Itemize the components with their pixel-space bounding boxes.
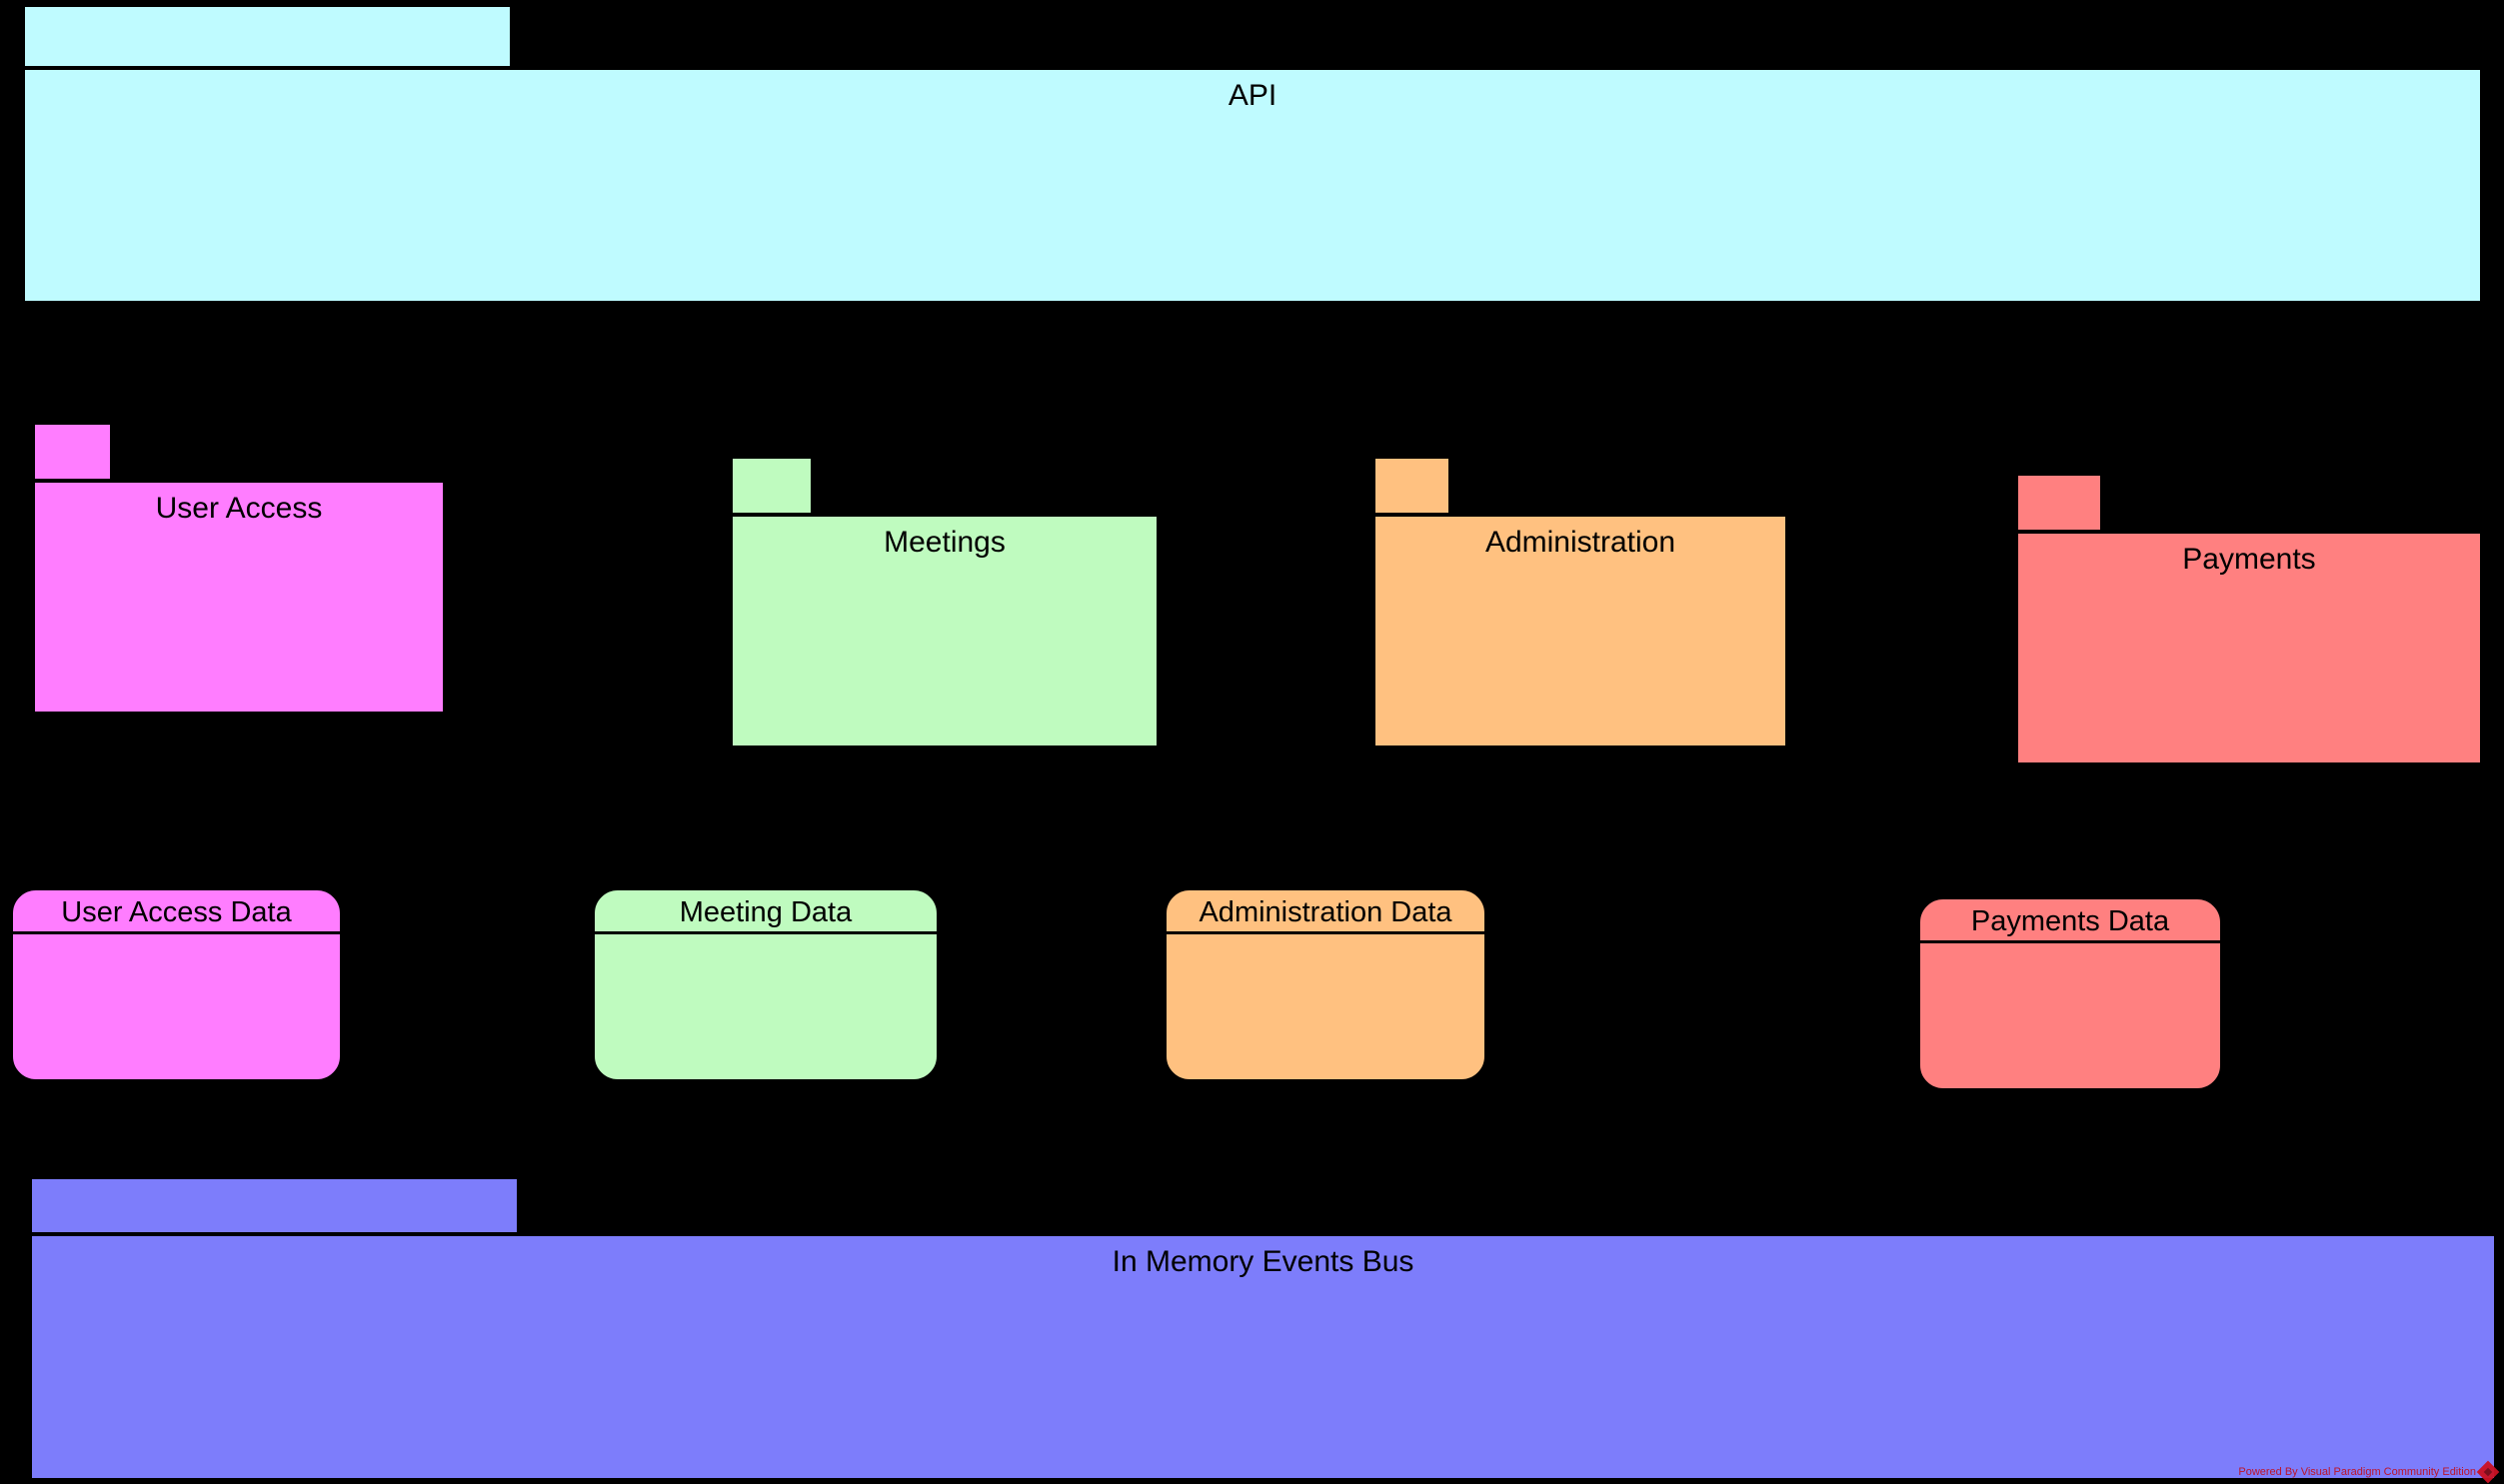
- package-in-memory-events-bus[interactable]: In Memory Events Bus: [30, 1177, 2496, 1480]
- package-events-bus-tab: [30, 1177, 519, 1234]
- datastore-administration-data-label: Administration Data: [1167, 890, 1484, 934]
- datastore-payments-data-label: Payments Data: [1920, 899, 2220, 943]
- package-meetings-label: Meetings: [884, 526, 1006, 559]
- package-user-access[interactable]: User Access: [33, 423, 445, 714]
- datastore-user-access-data[interactable]: User Access Data: [10, 887, 343, 1082]
- package-payments-body: [2016, 532, 2482, 764]
- package-administration[interactable]: Administration: [1373, 457, 1787, 747]
- package-api-tab: [23, 5, 512, 68]
- datastore-administration-data[interactable]: Administration Data: [1164, 887, 1487, 1082]
- datastore-meeting-data-label: Meeting Data: [595, 890, 937, 934]
- package-api-body: [23, 68, 2482, 303]
- package-user-access-tab: [33, 423, 112, 481]
- package-user-access-label: User Access: [155, 492, 323, 525]
- package-user-access-body: [33, 481, 445, 714]
- package-payments-label: Payments: [2182, 543, 2316, 576]
- package-meetings[interactable]: Meetings: [731, 457, 1159, 747]
- package-api[interactable]: API: [23, 5, 2482, 303]
- datastore-meeting-data[interactable]: Meeting Data: [592, 887, 940, 1082]
- package-events-bus-label: In Memory Events Bus: [1112, 1245, 1414, 1278]
- package-events-bus-body: [30, 1234, 2496, 1480]
- package-administration-tab: [1373, 457, 1450, 515]
- package-meetings-body: [731, 515, 1159, 747]
- watermark-text: Powered By Visual Paradigm Community Edi…: [2238, 1465, 2476, 1478]
- datastore-user-access-data-label: User Access Data: [13, 890, 340, 934]
- package-api-label: API: [1228, 79, 1277, 112]
- package-administration-body: [1373, 515, 1787, 747]
- visual-paradigm-watermark: Powered By Visual Paradigm Community Edi…: [2238, 1460, 2500, 1484]
- package-payments[interactable]: Payments: [2016, 474, 2482, 764]
- visual-paradigm-diamond-logo-icon: [2476, 1460, 2500, 1484]
- datastore-payments-data[interactable]: Payments Data: [1917, 896, 2223, 1091]
- package-administration-label: Administration: [1484, 526, 1676, 559]
- package-meetings-tab: [731, 457, 813, 515]
- package-payments-tab: [2016, 474, 2102, 532]
